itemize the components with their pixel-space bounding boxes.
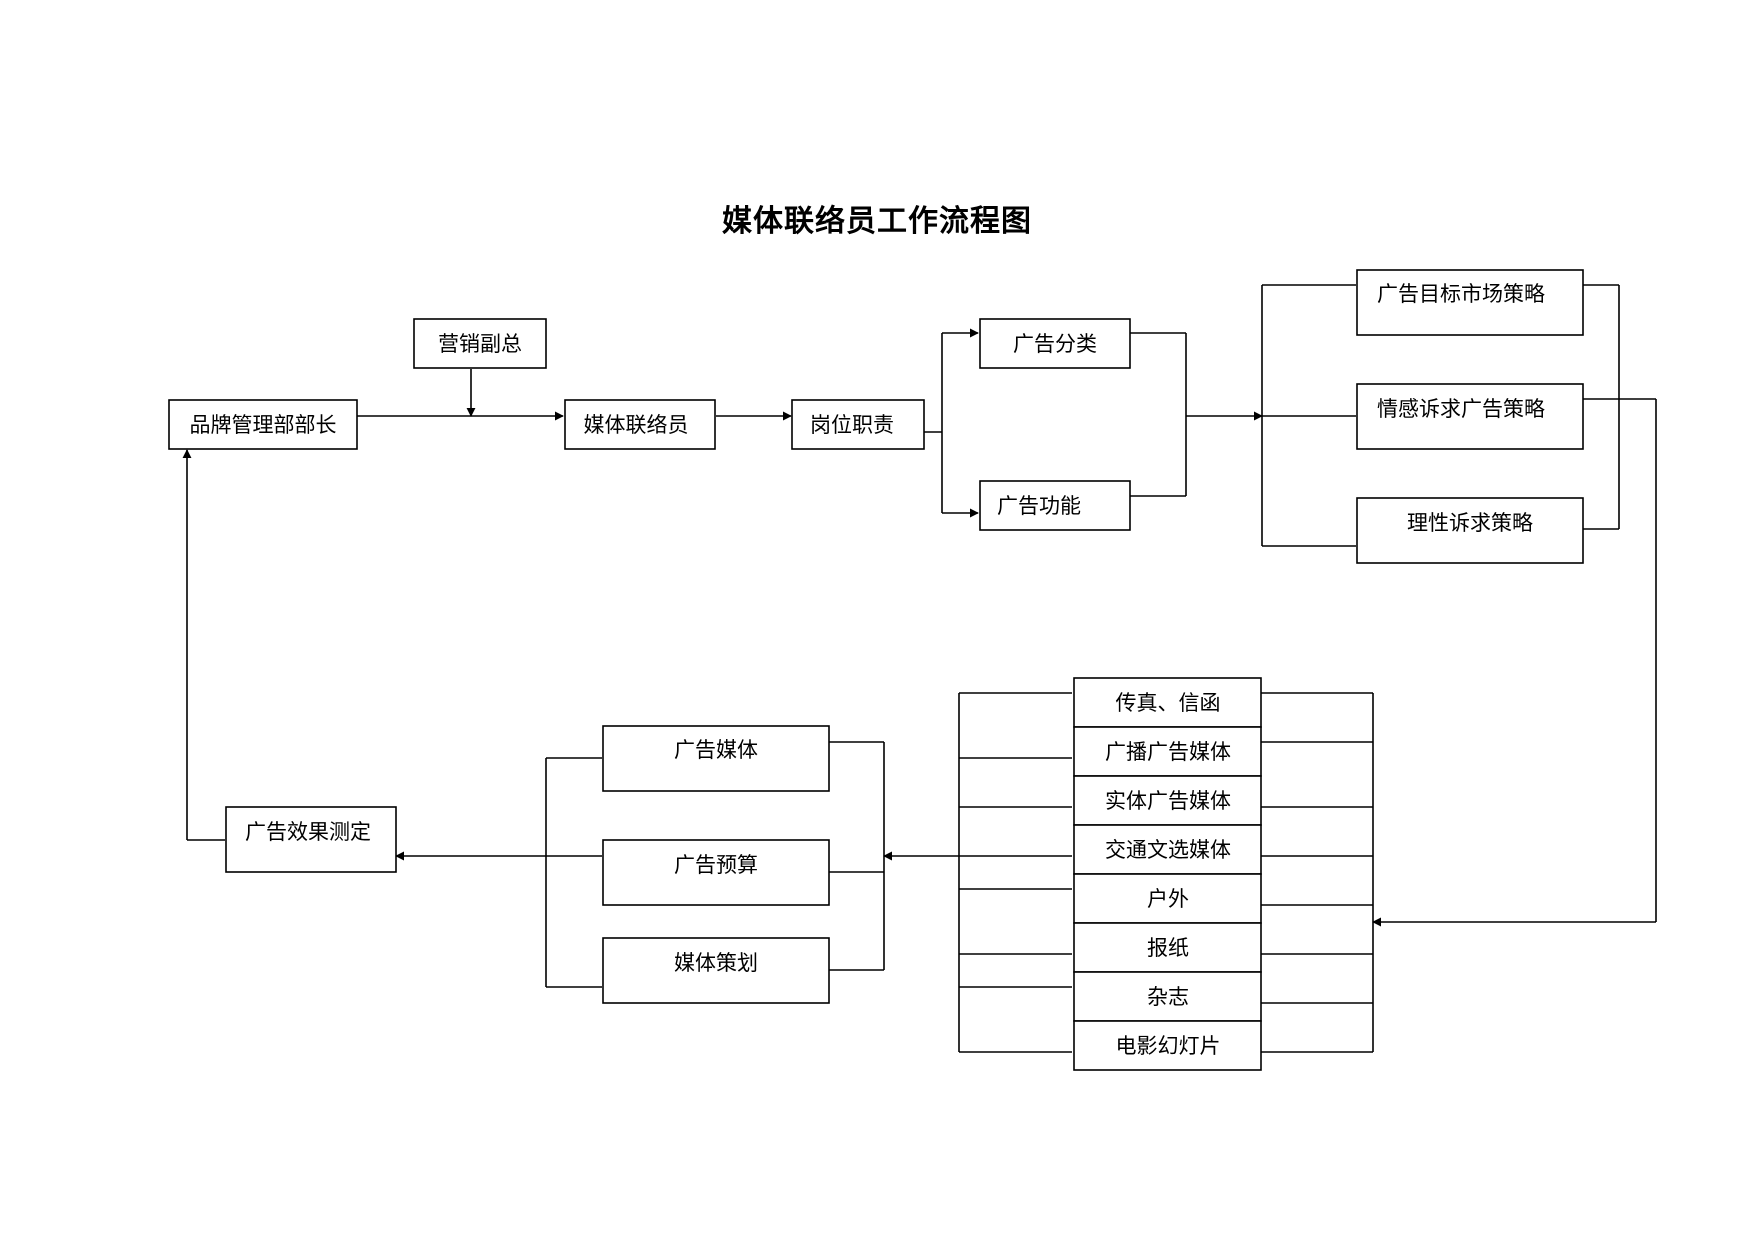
node-emotional-appeal-strategy: 情感诉求广告策略 bbox=[1356, 383, 1584, 450]
media-item: 杂志 bbox=[1073, 971, 1262, 1022]
node-marketing-vp: 营销副总 bbox=[413, 318, 547, 369]
node-ad-category: 广告分类 bbox=[979, 318, 1131, 369]
media-item-label: 传真、信函 bbox=[1116, 691, 1221, 715]
node-label: 理性诉求策略 bbox=[1407, 511, 1533, 535]
media-item-label: 电影幻灯片 bbox=[1116, 1034, 1221, 1058]
connectors bbox=[182, 284, 1657, 1053]
node-label: 媒体策划 bbox=[674, 951, 758, 975]
node-label: 营销副总 bbox=[438, 332, 522, 356]
media-item-label: 实体广告媒体 bbox=[1105, 789, 1231, 813]
media-item: 报纸 bbox=[1073, 922, 1262, 973]
node-rational-appeal-strategy: 理性诉求策略 bbox=[1356, 497, 1584, 564]
node-label: 情感诉求广告策略 bbox=[1377, 397, 1545, 421]
media-item: 实体广告媒体 bbox=[1073, 775, 1262, 826]
media-item: 电影幻灯片 bbox=[1073, 1020, 1262, 1071]
node-job-duty: 岗位职责 bbox=[791, 399, 925, 450]
node-target-market-strategy: 广告目标市场策略 bbox=[1356, 269, 1584, 336]
node-ad-effect-test: 广告效果测定 bbox=[225, 806, 397, 873]
node-brand-manager: 品牌管理部部长 bbox=[168, 399, 358, 450]
diagram-title: 媒体联络员工作流程图 bbox=[722, 204, 1032, 239]
media-item: 传真、信函 bbox=[1073, 677, 1262, 728]
node-label: 广告目标市场策略 bbox=[1377, 282, 1545, 306]
node-label: 广告媒体 bbox=[674, 738, 758, 762]
media-item: 户外 bbox=[1073, 873, 1262, 924]
media-item: 交通文选媒体 bbox=[1073, 824, 1262, 875]
media-list: 传真、信函 广播广告媒体 实体广告媒体 交通文选媒体 户外 报纸 bbox=[1073, 677, 1262, 1071]
media-item-label: 杂志 bbox=[1147, 985, 1189, 1009]
media-item: 广播广告媒体 bbox=[1073, 726, 1262, 777]
node-media-liaison: 媒体联络员 bbox=[564, 399, 716, 450]
media-item-label: 广播广告媒体 bbox=[1105, 740, 1231, 764]
node-label: 广告分类 bbox=[1013, 332, 1097, 356]
media-item-label: 交通文选媒体 bbox=[1105, 838, 1231, 862]
node-ad-function: 广告功能 bbox=[979, 480, 1131, 531]
node-label: 广告效果测定 bbox=[245, 820, 371, 844]
node-label: 媒体联络员 bbox=[584, 413, 689, 437]
node-label: 品牌管理部部长 bbox=[190, 413, 337, 437]
media-item-label: 报纸 bbox=[1147, 936, 1189, 960]
media-item-label: 户外 bbox=[1147, 887, 1189, 911]
node-label: 广告预算 bbox=[674, 853, 758, 877]
node-ad-budget: 广告预算 bbox=[602, 839, 830, 906]
node-media-planning: 媒体策划 bbox=[602, 937, 830, 1004]
node-ad-media: 广告媒体 bbox=[602, 725, 830, 792]
node-label: 岗位职责 bbox=[810, 413, 894, 437]
node-label: 广告功能 bbox=[997, 494, 1081, 518]
